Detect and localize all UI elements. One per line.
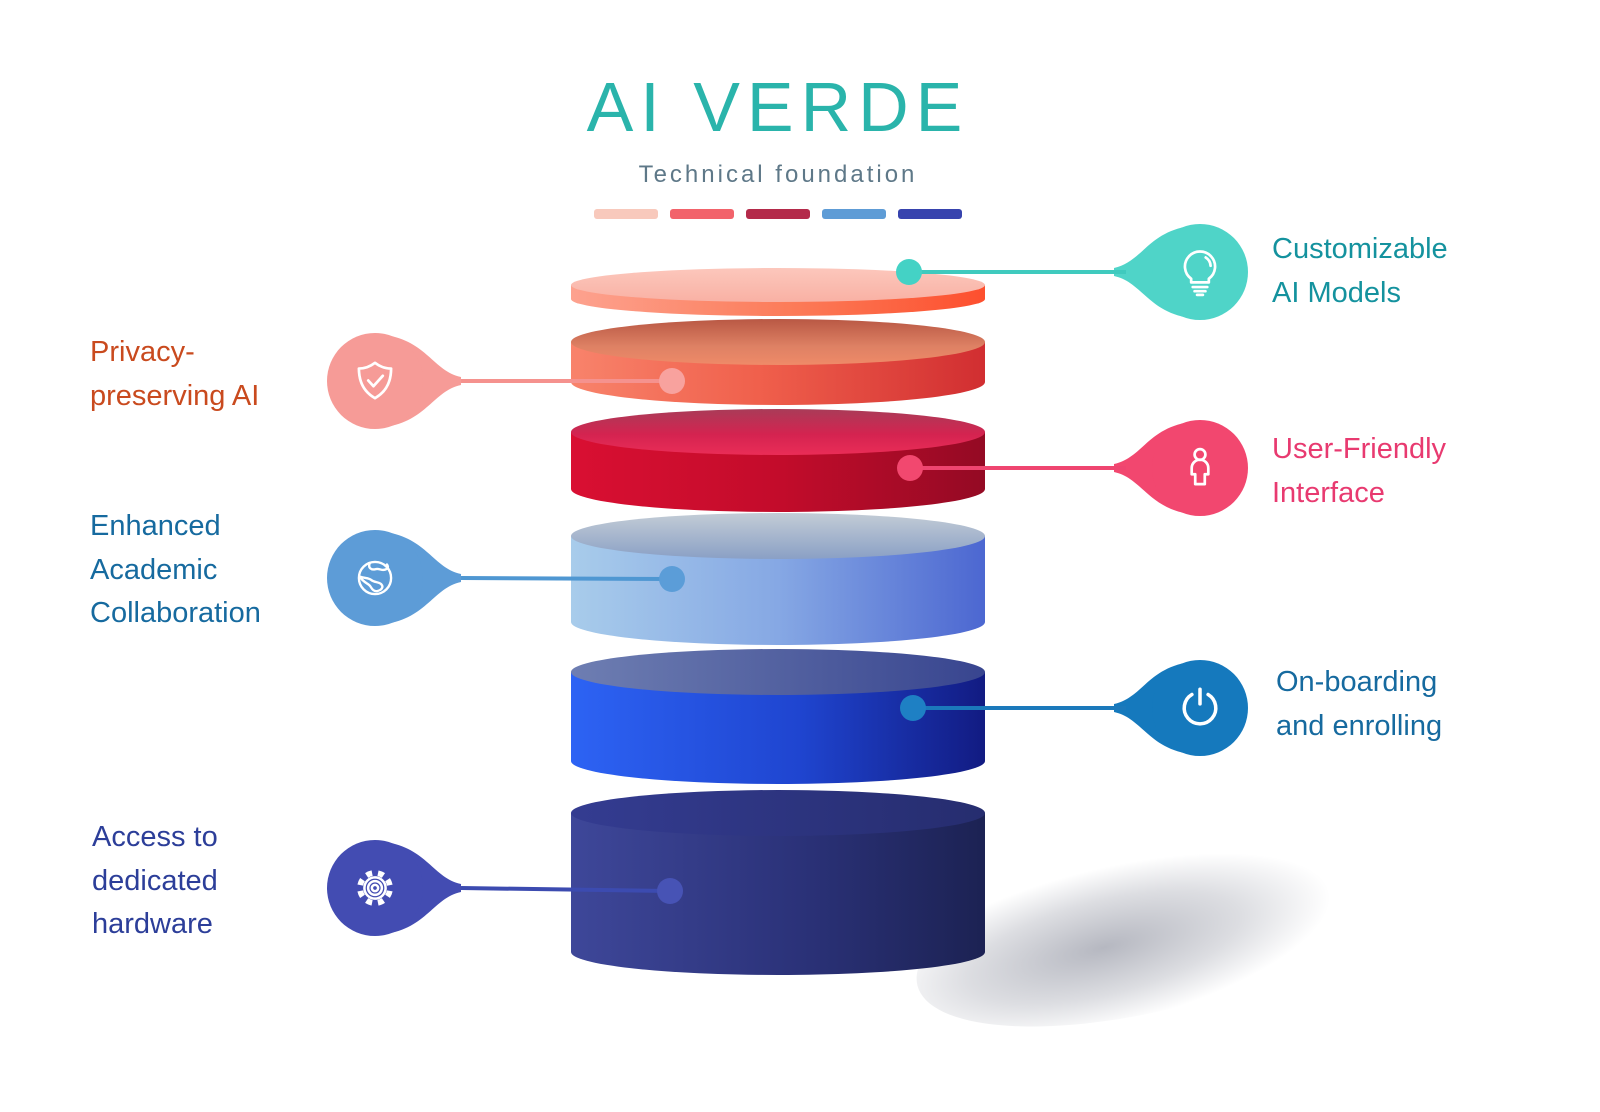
bubble-customizable-ai-models	[1152, 224, 1248, 320]
connector-dot-hardware	[657, 878, 683, 904]
connector-dot-user-friendly	[897, 455, 923, 481]
label-line: Privacy-	[90, 336, 195, 368]
bubble-enhanced-academic-collaboration	[327, 530, 423, 626]
connector-line-academic	[460, 576, 673, 581]
label-line: Academic	[90, 553, 218, 586]
legend-dash	[898, 209, 962, 219]
header: AI VERDE Technical foundation	[373, 72, 1183, 219]
legend-dash	[670, 209, 734, 219]
label-line: AI Models	[1272, 276, 1401, 309]
label-line: Access to	[92, 821, 218, 853]
label-line: Collaboration	[90, 597, 261, 629]
label-line: Enhanced	[90, 510, 221, 542]
label-line: preserving AI	[90, 379, 260, 412]
connector-dot-academic	[659, 566, 685, 592]
bubble-user-friendly-interface	[1152, 420, 1248, 516]
label-on-boarding-and-enrolling: On-boarding and enrolling	[1276, 661, 1442, 748]
power-icon	[1173, 681, 1227, 735]
color-legend	[373, 209, 1183, 219]
drop-shadow	[916, 823, 1404, 1027]
cylinder-layer-2-privacy-preserving-ai	[571, 319, 985, 405]
connector-dot-privacy	[659, 368, 685, 394]
cylinder-layer-3-user-friendly-interface	[571, 409, 985, 512]
connector-dot-onboarding	[900, 695, 926, 721]
globe-icon	[348, 551, 402, 605]
label-line: On-boarding	[1276, 666, 1438, 698]
cylinder-layer-6-access-to-dedicated-hardware	[571, 790, 985, 975]
label-access-to-dedicated-hardware: Access to dedicated hardware	[92, 816, 218, 947]
label-enhanced-academic-collaboration: Enhanced Academic Collaboration	[90, 505, 261, 636]
cylinder-layer-4-enhanced-academic-collaboration	[571, 513, 985, 645]
cylinder-layer-5-on-boarding-and-enrolling	[571, 649, 985, 784]
person-icon	[1173, 441, 1227, 495]
label-line: Customizable	[1272, 233, 1448, 265]
bubble-on-boarding-and-enrolling	[1152, 660, 1248, 756]
legend-dash	[594, 209, 658, 219]
legend-dash	[822, 209, 886, 219]
legend-dash	[746, 209, 810, 219]
page-title: AI VERDE	[586, 68, 970, 146]
bubble-privacy-preserving-ai	[327, 333, 423, 429]
label-privacy-preserving-ai: Privacy- preserving AI	[90, 331, 259, 418]
shield-check-icon	[348, 354, 402, 408]
label-line: hardware	[92, 908, 213, 940]
label-line: User-Friendly	[1272, 433, 1447, 465]
label-line: dedicated	[92, 864, 218, 897]
bubble-access-to-dedicated-hardware	[327, 840, 423, 936]
gear-icon	[348, 861, 402, 915]
label-user-friendly-interface: User-Friendly Interface	[1272, 428, 1446, 515]
label-line: and enrolling	[1276, 709, 1443, 742]
lightbulb-icon	[1173, 245, 1227, 299]
label-customizable-ai-models: Customizable AI Models	[1272, 228, 1448, 315]
cylinder-layer-1-customizable-ai-models	[571, 268, 985, 316]
label-line: Interface	[1272, 476, 1385, 509]
page-subtitle: Technical foundation	[638, 161, 918, 188]
connector-line-hardware	[460, 886, 671, 893]
connector-dot-customizable	[896, 259, 922, 285]
